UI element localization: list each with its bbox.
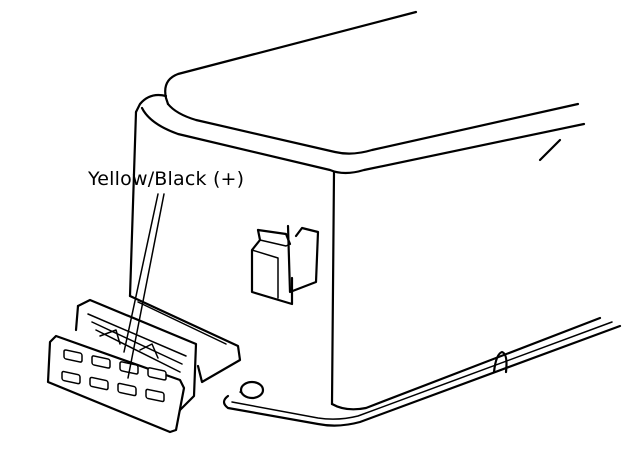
leader-line-2 [127, 193, 165, 379]
retaining-clip [250, 224, 320, 306]
mounting-boss-left [239, 380, 265, 400]
module-housing [128, 10, 622, 427]
callout-leaders [123, 193, 165, 379]
wire-color-callout: Yellow/Black (+) [88, 168, 245, 190]
mounting-boss-right [492, 350, 508, 374]
leader-line-1 [123, 193, 159, 353]
harness-connector [46, 294, 242, 434]
